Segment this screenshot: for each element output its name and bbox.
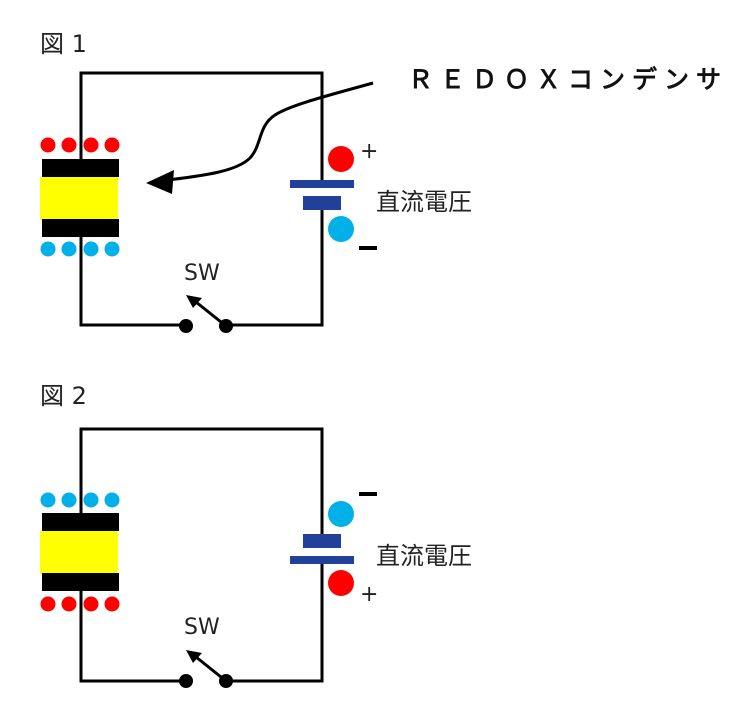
positive-charge-dot	[61, 596, 77, 612]
top-wire	[79, 71, 324, 180]
top-electrode	[42, 513, 119, 531]
positive-charge-dot	[40, 137, 56, 153]
switch-label: SW	[184, 615, 220, 640]
switch-lever	[195, 300, 227, 328]
battery-top-sign: +	[360, 139, 378, 164]
minus-sign-icon	[359, 246, 377, 250]
battery-long-plate	[290, 556, 354, 564]
callout-arrow-icon	[146, 170, 174, 194]
dc-battery: + 直流電圧	[290, 139, 472, 250]
right-bottom-wire	[226, 564, 324, 683]
negative-charge-dot	[40, 241, 56, 257]
top-charge-dots	[40, 137, 120, 153]
top-wire	[79, 427, 324, 534]
voltage-label: 直流電圧	[376, 542, 472, 570]
callout-curve	[167, 81, 374, 182]
redox-capacitor-label: ＲＥＤＯＸコンデンサ	[408, 65, 728, 94]
bottom-electrode	[42, 219, 119, 237]
right-bottom-wire	[226, 210, 324, 327]
figure-1-title: 図 1	[40, 30, 87, 58]
positive-charge-dot	[61, 137, 77, 153]
electrolyte-layer	[40, 177, 118, 220]
negative-terminal-dot	[328, 216, 354, 242]
top-charge-dots	[40, 492, 120, 508]
positive-charge-dot	[40, 596, 56, 612]
redox-capacitor	[40, 492, 120, 612]
battery-bottom-sign: +	[360, 582, 378, 607]
bottom-electrode	[42, 573, 119, 591]
switch-contact-left	[179, 674, 193, 688]
battery-short-plate	[303, 196, 341, 210]
positive-charge-dot	[104, 596, 120, 612]
figure-2: 図 2 +	[40, 382, 472, 688]
dc-battery: + 直流電圧	[290, 492, 472, 607]
negative-charge-dot	[104, 241, 120, 257]
figure-2-title: 図 2	[40, 382, 87, 410]
positive-terminal-dot	[328, 570, 354, 596]
bottom-charge-dots	[40, 241, 120, 257]
positive-terminal-dot	[328, 146, 354, 172]
negative-charge-dot	[61, 492, 77, 508]
switch-arrow-icon	[186, 295, 202, 308]
left-bottom-wire	[79, 237, 186, 327]
redox-callout: ＲＥＤＯＸコンデンサ	[146, 65, 728, 194]
negative-terminal-dot	[328, 501, 354, 527]
electrolyte-layer	[40, 531, 118, 574]
switch-label: SW	[184, 261, 220, 286]
voltage-label: 直流電圧	[376, 188, 472, 216]
negative-charge-dot	[104, 492, 120, 508]
bottom-charge-dots	[40, 596, 120, 612]
switch-arrow-icon	[186, 650, 202, 663]
switch-contact-left	[179, 319, 193, 333]
negative-charge-dot	[61, 241, 77, 257]
positive-charge-dot	[104, 137, 120, 153]
top-electrode	[42, 159, 119, 177]
battery-long-plate	[290, 180, 354, 188]
left-bottom-wire	[79, 591, 186, 683]
switch: SW	[179, 615, 233, 688]
battery-short-plate	[303, 534, 341, 548]
minus-sign-icon	[359, 492, 377, 496]
figure-1: 図 1	[40, 30, 728, 333]
redox-capacitor	[40, 137, 120, 257]
switch: SW	[179, 261, 233, 333]
switch-lever	[195, 655, 227, 683]
negative-charge-dot	[83, 241, 99, 257]
negative-charge-dot	[83, 492, 99, 508]
positive-charge-dot	[83, 137, 99, 153]
positive-charge-dot	[83, 596, 99, 612]
negative-charge-dot	[40, 492, 56, 508]
